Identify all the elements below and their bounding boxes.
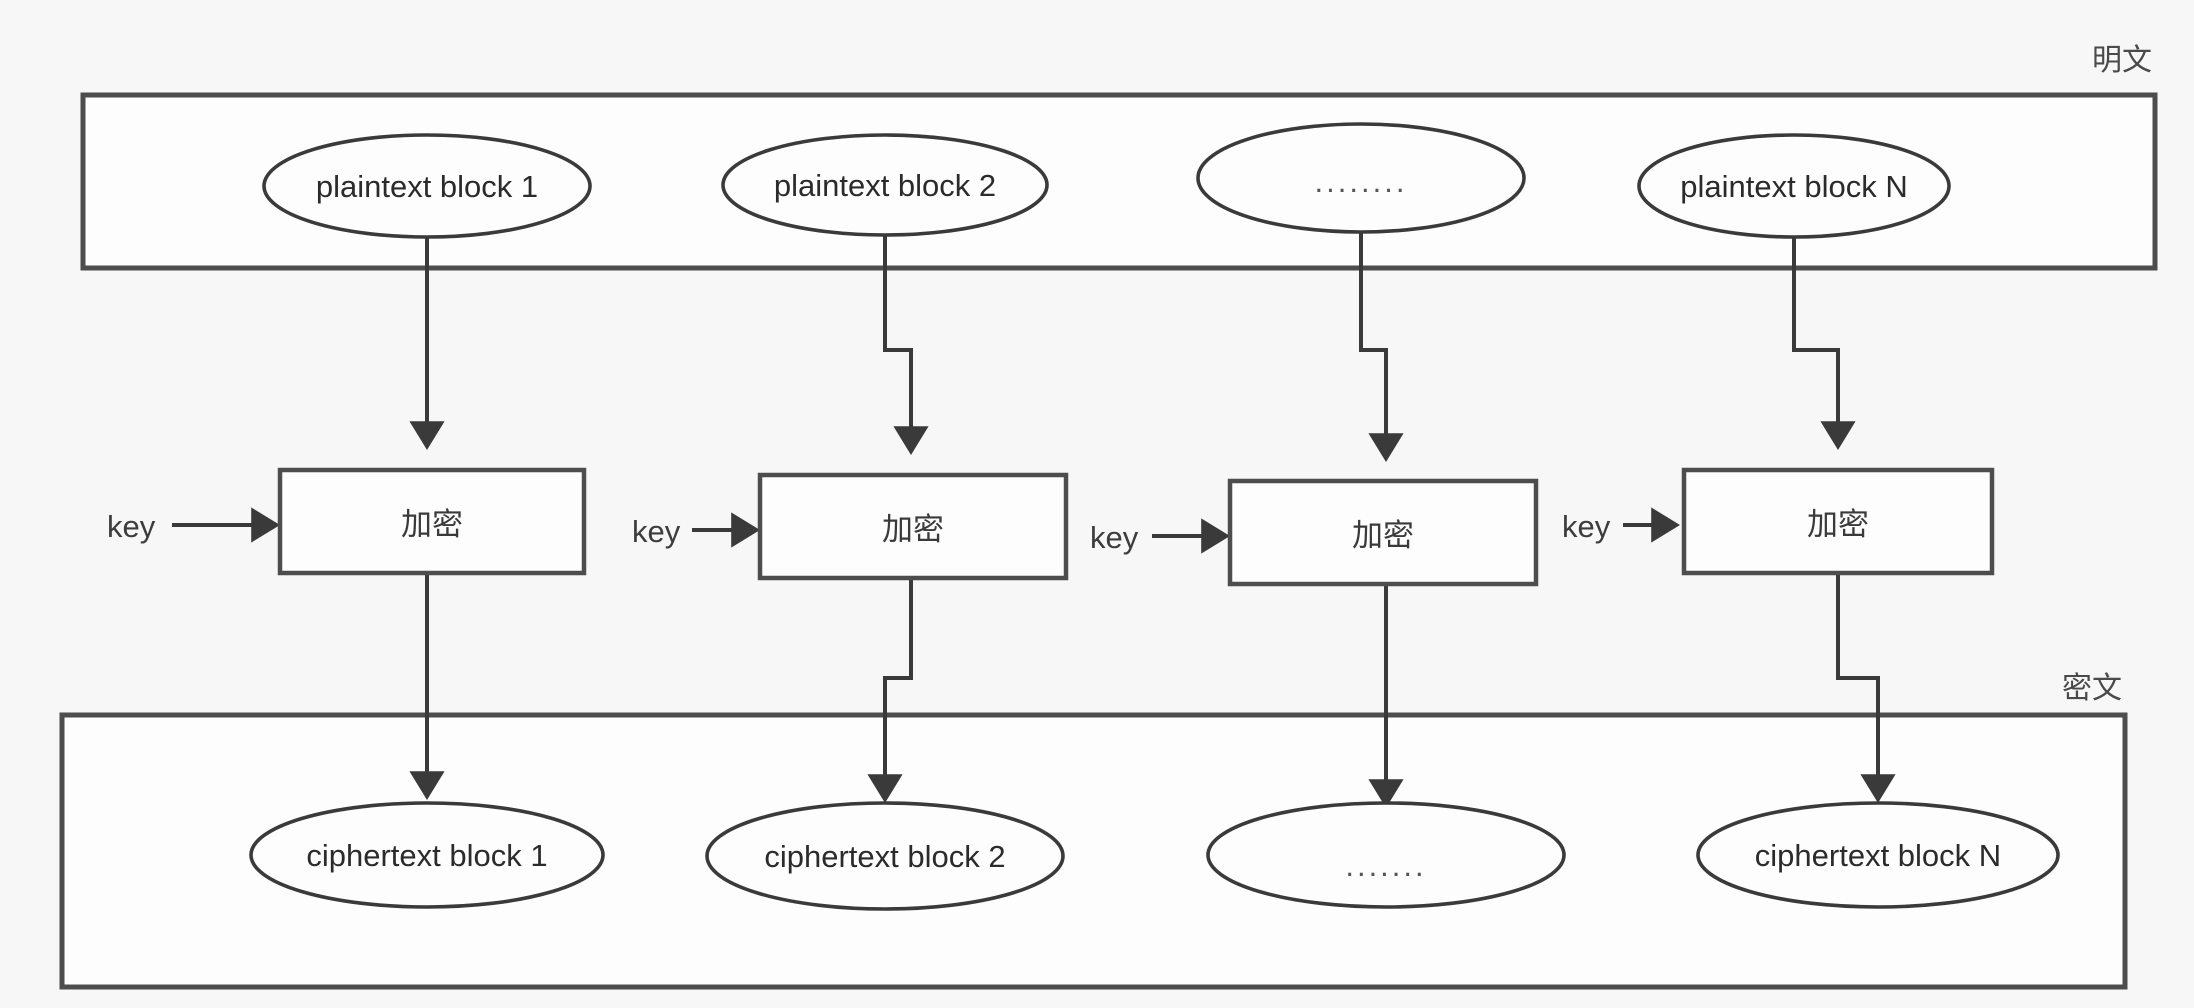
- encrypt-box-2-label: 加密: [882, 512, 944, 548]
- key-label-2: key: [632, 514, 681, 549]
- plaintext-block-n-label: plaintext block N: [1680, 169, 1907, 204]
- encrypt-box-1-label: 加密: [401, 507, 463, 543]
- connector-plaintext-n-to-encrypt-4: [1792, 225, 1856, 450]
- plaintext-block-n[interactable]: plaintext block N: [1637, 133, 1951, 239]
- plaintext-block-ellipsis[interactable]: ........: [1196, 122, 1526, 234]
- ciphertext-block-ellipsis[interactable]: .......: [1206, 801, 1566, 909]
- plaintext-block-2[interactable]: plaintext block 2: [721, 133, 1049, 237]
- connector-encrypt-4-to-ciphertext-4: [1836, 573, 1896, 803]
- encrypt-box-2[interactable]: 加密: [757, 472, 1069, 581]
- encrypt-box-3[interactable]: 加密: [1227, 478, 1539, 587]
- key-label-3: key: [1090, 520, 1139, 555]
- plaintext-block-2-label: plaintext block 2: [774, 168, 996, 203]
- encrypt-box-4[interactable]: 加密: [1681, 467, 1995, 576]
- ciphertext-group-label: 密文: [2062, 671, 2122, 706]
- plaintext-block-1-label: plaintext block 1: [316, 169, 538, 204]
- connector-plaintext-2-to-encrypt-2: [883, 225, 929, 455]
- ciphertext-block-2-label: ciphertext block 2: [764, 839, 1005, 874]
- ciphertext-block-ellipsis-label: .......: [1345, 848, 1426, 883]
- encrypt-box-4-label: 加密: [1807, 507, 1869, 543]
- key-label-4: key: [1562, 509, 1611, 544]
- ciphertext-block-1[interactable]: ciphertext block 1: [249, 801, 605, 909]
- ciphertext-block-n[interactable]: ciphertext block N: [1696, 801, 2060, 909]
- connector-encrypt-2-to-ciphertext-2: [867, 578, 913, 803]
- encrypt-box-3-label: 加密: [1352, 518, 1414, 554]
- ciphertext-block-2[interactable]: ciphertext block 2: [705, 801, 1065, 911]
- plaintext-block-ellipsis-label: ........: [1315, 164, 1408, 199]
- key-label-1: key: [107, 509, 156, 544]
- plaintext-group-label: 明文: [2092, 43, 2152, 78]
- connector-plaintext-dots-to-encrypt-3: [1359, 225, 1404, 462]
- ciphertext-block-n-label: ciphertext block N: [1755, 838, 2001, 873]
- encrypt-box-1[interactable]: 加密: [277, 467, 587, 576]
- plaintext-block-1[interactable]: plaintext block 1: [262, 133, 592, 239]
- ciphertext-block-1-label: ciphertext block 1: [306, 838, 547, 873]
